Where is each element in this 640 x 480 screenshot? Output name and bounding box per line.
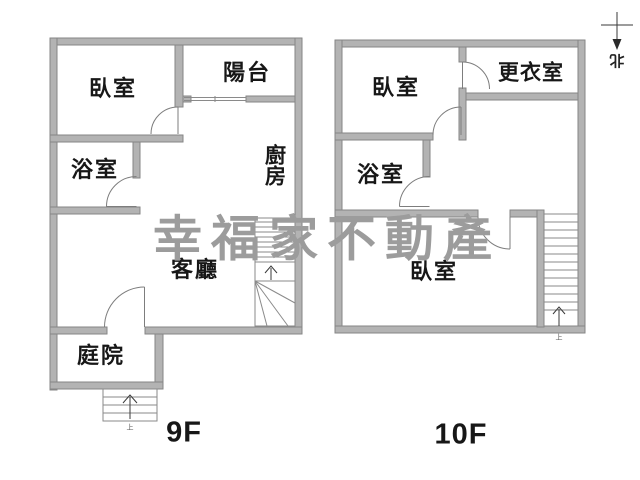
stairs-10f-up-text: 上 [555,334,563,342]
room-label-bedroom-10f: 臥室 [371,75,421,100]
stairs-9f-exterior [102,388,158,422]
room-label-balcony: 陽台 [222,60,272,85]
bathroom-9f-door [106,176,137,207]
room-label-closet: 更衣室 [498,61,564,85]
stairs-10f-up-arrow [552,306,566,326]
stairs-9f-interior [254,217,296,327]
stairs-entry-up-text: 上 [126,424,134,432]
room-label-bathroom-9f: 浴室 [70,157,120,182]
bedroom-9f-door [150,106,179,135]
room-label-kitchen: 廚房 [262,144,286,186]
watermark: 幸福家不動產 [152,212,502,267]
bathroom-10f-door [399,176,430,207]
room-label-courtyard: 庭院 [76,343,126,368]
compass-north-label: 北 [609,51,625,69]
balcony-window [184,96,246,102]
floor-9f-walls [49,37,303,391]
floor-10f-walls [334,39,586,334]
room-label-bathroom-10f: 浴室 [356,162,406,187]
bedroom2-10f-door [477,216,511,250]
floor-label-10f: 10F [434,418,488,451]
bedroom-10f-door [432,106,462,136]
room-label-living-room: 客廳 [170,257,220,282]
stairs-entry-up-arrow [122,394,138,419]
floor-10f-plan [334,39,586,334]
floor-9f-plan [49,37,303,422]
stairs-10f [544,213,578,326]
floor-label-9f: 9F [166,416,202,449]
closet-door [462,61,490,90]
room-label-bedroom-9f: 臥室 [88,76,138,101]
stairs-9f-up-arrow [264,265,278,280]
room-label-bedroom2-10f: 臥室 [409,259,459,284]
compass-north-icon [601,12,633,50]
courtyard-door [104,286,145,328]
